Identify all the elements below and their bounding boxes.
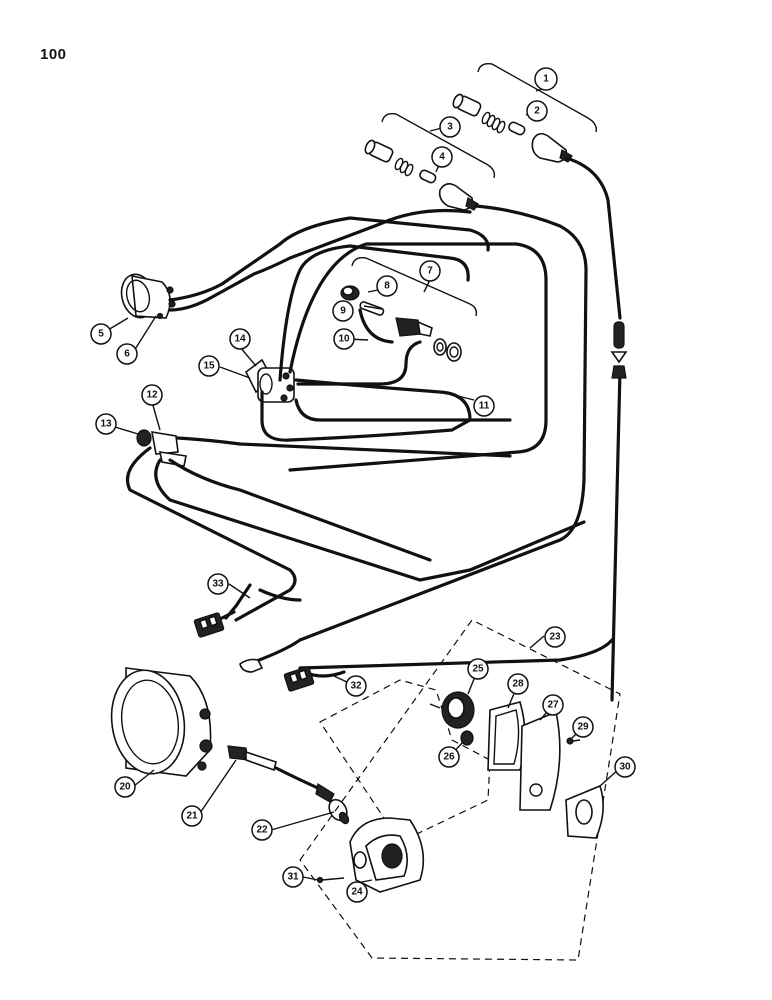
callout-33: 33 (207, 573, 229, 595)
svg-text:10: 10 (338, 334, 350, 345)
gear-26 (460, 730, 474, 746)
connector-32 (283, 666, 315, 692)
callout-27: 27 (542, 694, 564, 716)
lamp-assembly-1 (452, 93, 573, 163)
bullet-terminal (239, 658, 264, 673)
svg-text:6: 6 (124, 349, 130, 360)
callout-12: 12 (141, 384, 163, 406)
callout-10: 10 (333, 328, 355, 350)
screw-31 (316, 876, 345, 884)
callout-13: 13 (95, 413, 117, 435)
drive-cable-21 (227, 745, 350, 825)
svg-text:28: 28 (512, 679, 524, 690)
svg-text:8: 8 (384, 281, 390, 292)
spring-1 (481, 111, 506, 134)
tachometer-20 (110, 667, 213, 777)
svg-text:11: 11 (479, 401, 490, 412)
inline-connector (610, 321, 628, 379)
washers-7 (433, 338, 462, 362)
svg-text:4: 4 (439, 152, 445, 163)
switch-12 (136, 429, 187, 467)
page-number: 100 (40, 46, 67, 63)
callout-5: 5 (90, 323, 112, 345)
svg-text:13: 13 (100, 419, 112, 430)
gasket-28 (487, 701, 526, 771)
svg-text:5: 5 (98, 329, 104, 340)
callout-28: 28 (507, 673, 529, 695)
callout-6: 6 (116, 343, 138, 365)
svg-text:21: 21 (186, 811, 198, 822)
screw-29 (566, 737, 581, 745)
svg-text:2: 2 (534, 106, 540, 117)
socket-8 (340, 285, 360, 301)
svg-text:25: 25 (472, 664, 484, 675)
callout-21: 21 (181, 805, 203, 827)
callout-2: 2 (526, 100, 548, 122)
gear-25 (429, 691, 475, 729)
callout-29: 29 (572, 716, 594, 738)
callout-26: 26 (438, 746, 460, 768)
svg-text:23: 23 (549, 632, 561, 643)
svg-text:12: 12 (146, 390, 158, 401)
svg-text:26: 26 (443, 752, 455, 763)
bracket-1 (477, 62, 598, 133)
callout-24: 24 (346, 881, 368, 903)
callout-1: 1 (534, 67, 558, 91)
svg-text:31: 31 (287, 872, 299, 883)
svg-text:9: 9 (340, 306, 346, 317)
cover-27 (519, 710, 561, 811)
connector-33 (193, 612, 225, 638)
callout-9: 9 (332, 300, 354, 322)
kit-inner-boundary (319, 679, 491, 843)
svg-text:32: 32 (350, 681, 362, 692)
bulb-9 (359, 301, 385, 316)
callout-23: 23 (544, 626, 566, 648)
svg-text:30: 30 (619, 762, 631, 773)
svg-text:29: 29 (577, 722, 589, 733)
plate-30 (565, 784, 604, 839)
callout-15: 15 (198, 355, 220, 377)
spring-3 (394, 157, 414, 177)
socket-10 (395, 317, 433, 337)
svg-text:1: 1 (543, 74, 549, 85)
callout-8: 8 (376, 275, 398, 297)
switch-14 (244, 358, 295, 403)
svg-text:24: 24 (351, 887, 363, 898)
lamp-assembly-3 (364, 139, 479, 211)
callout-4: 4 (431, 146, 453, 168)
callout-30: 30 (614, 756, 636, 778)
svg-text:7: 7 (427, 266, 433, 277)
gauge-5 (120, 273, 176, 320)
svg-text:33: 33 (212, 579, 224, 590)
callout-31: 31 (282, 866, 304, 888)
kit-boundary-23 (299, 619, 621, 961)
svg-text:3: 3 (447, 122, 453, 133)
bracket-3 (381, 112, 496, 179)
callout-32: 32 (345, 675, 367, 697)
callout-20: 20 (114, 776, 136, 798)
svg-text:22: 22 (256, 825, 268, 836)
gear-housing-24 (349, 817, 425, 893)
svg-text:20: 20 (119, 782, 131, 793)
callout-14: 14 (229, 328, 251, 350)
svg-text:27: 27 (547, 700, 559, 711)
callout-22: 22 (251, 819, 273, 841)
callout-7: 7 (419, 260, 441, 282)
svg-text:15: 15 (203, 361, 215, 372)
svg-text:14: 14 (234, 334, 246, 345)
callout-25: 25 (467, 658, 489, 680)
wiring-harness (125, 156, 622, 702)
callout-11: 11 (473, 395, 495, 417)
callout-3: 3 (439, 116, 461, 138)
bracket-7 (351, 256, 478, 317)
